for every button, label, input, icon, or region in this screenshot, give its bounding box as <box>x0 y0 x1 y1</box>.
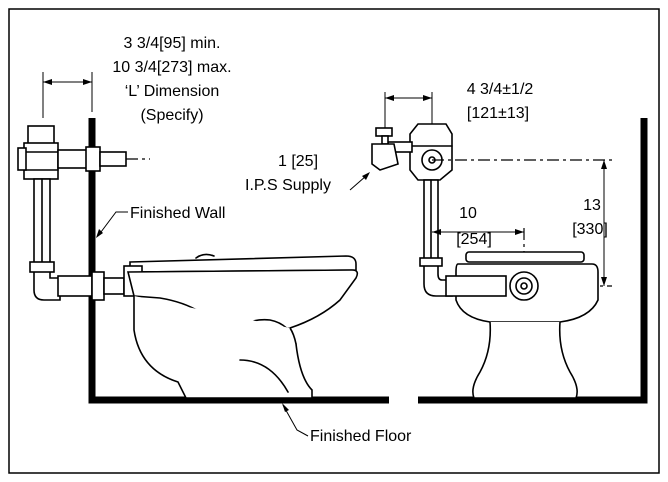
offset-mm-label: [121±13] <box>467 105 529 122</box>
specify-label: (Specify) <box>140 107 203 124</box>
toilet-bowl-side <box>123 253 359 399</box>
front-view <box>349 92 648 404</box>
spud-inches-label: 10 <box>459 205 477 222</box>
supply-size-label: 1 [25] <box>278 153 318 170</box>
finished-floor-label: Finished Floor <box>310 428 412 445</box>
wall-max-label: 10 3/4[273] max. <box>112 59 231 76</box>
ips-supply-label: I.P.S Supply <box>245 177 331 194</box>
spud-mm-label: [254] <box>456 231 492 248</box>
spud-dimension <box>432 229 524 235</box>
finished-wall-and-floor <box>88 118 389 404</box>
height-dimension <box>601 160 607 286</box>
front-wall-and-floor <box>418 118 648 404</box>
finished-wall-leader <box>96 211 128 238</box>
side-view <box>17 72 389 437</box>
finished-wall-label: Finished Wall <box>130 205 225 222</box>
l-dimension-label: ‘L’ Dimension <box>125 83 220 100</box>
toilet-bowl-front <box>445 251 599 399</box>
supply-leader <box>349 172 370 191</box>
offset-dimension <box>384 92 433 136</box>
finished-floor-leader <box>282 403 309 437</box>
wall-min-label: 3 3/4[95] min. <box>124 35 221 52</box>
offset-inches-label: 4 3/4±1/2 <box>467 81 534 98</box>
flush-valve-front <box>371 123 453 297</box>
height-mm-label: [330] <box>572 221 608 238</box>
diagram-frame <box>8 8 660 474</box>
height-inches-label: 13 <box>583 197 601 214</box>
flush-valve-side <box>17 125 170 301</box>
wall-dimension <box>42 72 93 118</box>
